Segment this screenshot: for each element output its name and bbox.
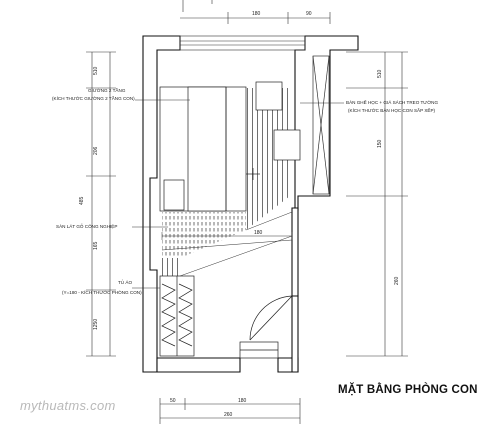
note-cabinet-2: (Y=180 - KÍCH THƯỚC PHÒNG CON)	[62, 289, 142, 295]
dim-bottom-2: 180	[238, 398, 247, 404]
note-shelf-1: BÀN GHẾ HỌC + GIÁ SÁCH TREO TƯỜNG	[346, 99, 438, 105]
wall-shelf	[312, 55, 330, 195]
dim-bottom-3: 260	[224, 412, 233, 418]
dim-top-2: 90	[306, 11, 312, 17]
leaders	[132, 99, 344, 289]
desk	[246, 81, 301, 180]
note-bed-1: GIƯỜNG 2 TẦNG	[88, 87, 126, 93]
dim-left-3: 485	[79, 196, 85, 205]
bunk-bed	[159, 86, 247, 212]
note-cabinet-1: TỦ ÁO	[118, 279, 132, 285]
note-floor: SÀN LÁT GỖ CÔNG NGHIỆP	[56, 222, 117, 229]
note-bed-2: (KÍCH THƯỚC GIƯỜNG 2 TẦNG CON)	[52, 95, 135, 101]
dim-left-4: 165	[93, 241, 99, 250]
dim-left-5: 1250	[93, 319, 99, 330]
wood-floor	[161, 88, 293, 277]
door	[239, 295, 293, 359]
watermark: mythuatms.com	[20, 398, 116, 413]
dim-right-3: 260	[394, 276, 400, 285]
inner-dimension	[161, 232, 293, 240]
drawing-title: MẶT BẰNG PHÒNG CON	[338, 384, 478, 396]
left-dimension	[86, 51, 116, 357]
note-shelf-2: (KÍCH THƯỚC BÀN HỌC CON SẮP XẾP)	[348, 106, 436, 113]
dim-left-2: 206	[93, 146, 99, 155]
top-dimension	[180, 0, 331, 24]
bottom-dimension	[159, 398, 301, 424]
dim-bottom-1: 50	[170, 398, 176, 404]
dim-inner: 180	[254, 230, 263, 236]
dim-right-1: 510	[377, 69, 383, 78]
dim-left-1: 510	[93, 66, 99, 75]
wardrobe	[159, 275, 195, 357]
window	[179, 35, 306, 51]
right-dimension	[346, 51, 408, 357]
dim-right-2: 150	[377, 139, 383, 148]
dim-top-1: 180	[252, 11, 261, 17]
